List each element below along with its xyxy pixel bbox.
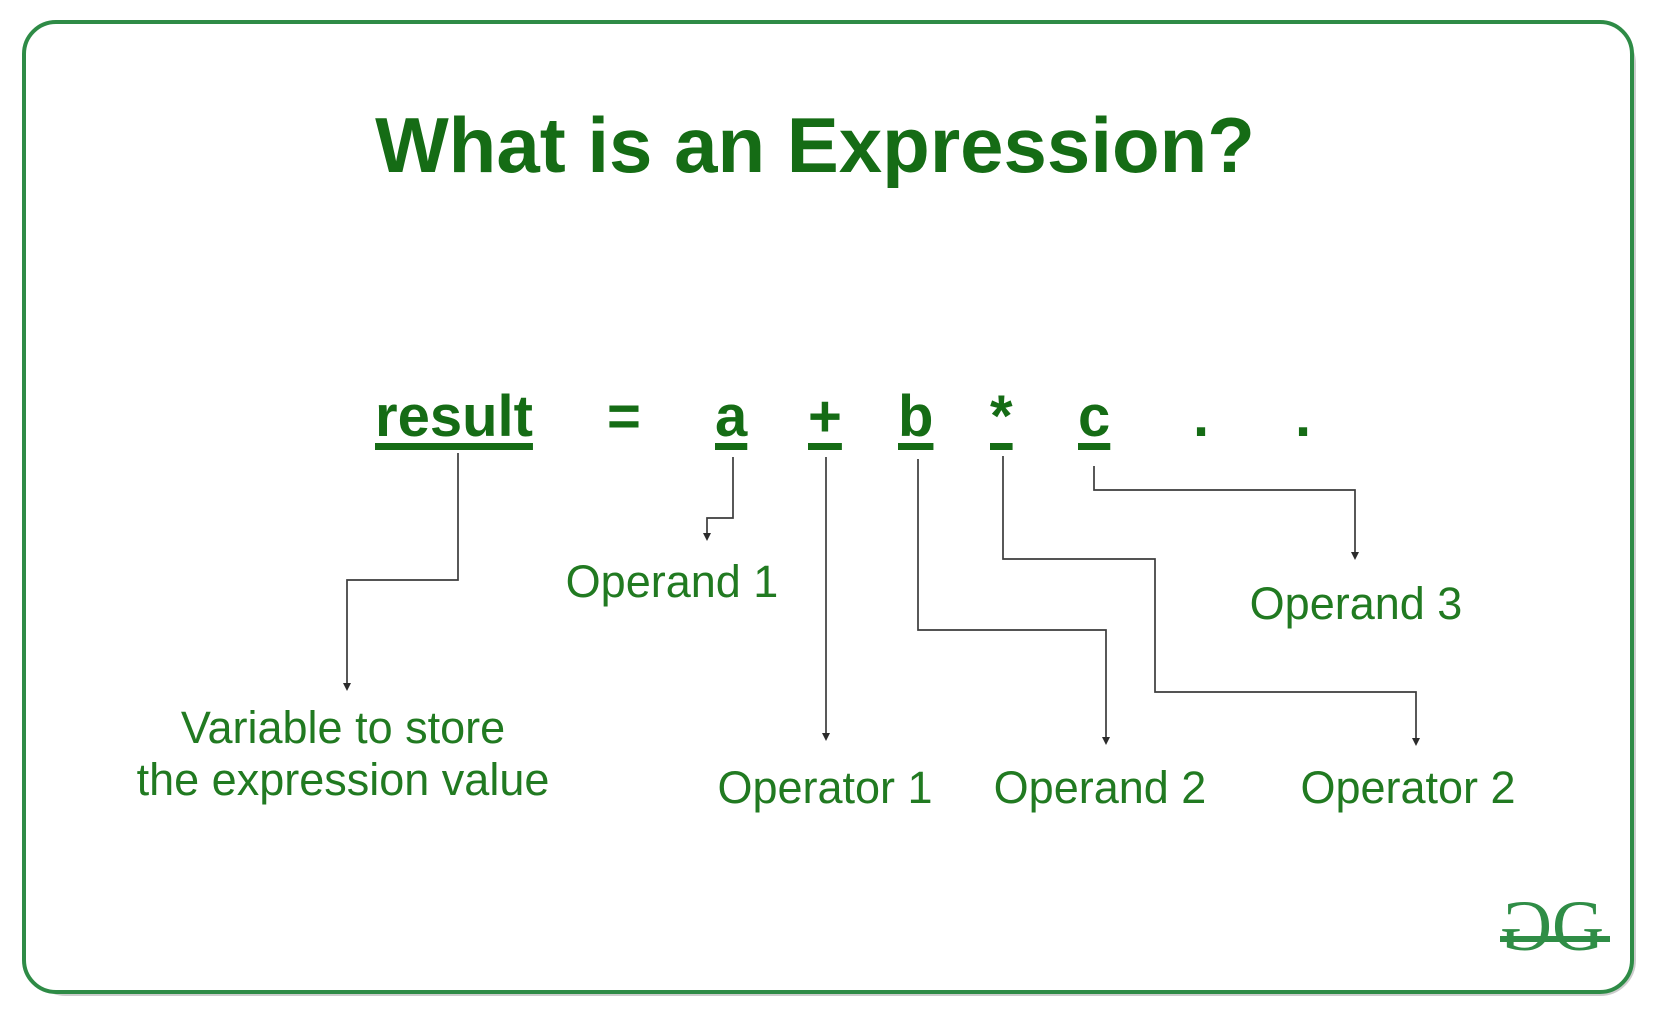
connector-result-to-variable-description: [343, 453, 459, 691]
label-line: Variable to store: [180, 702, 506, 753]
label-operator-1: Operator 1: [717, 762, 932, 814]
expression-token-operand-a: a: [715, 384, 748, 449]
label-line: Operator 2: [1300, 762, 1516, 813]
label-line: the expression value: [136, 754, 550, 806]
label-line: Operator 1: [717, 762, 933, 813]
label-operand-3: Operand 3: [1250, 578, 1463, 630]
geeksforgeeks-logo-icon: GG: [1500, 886, 1610, 966]
card-border: [22, 20, 1634, 994]
connector-c-to-operand-3: [1093, 466, 1359, 560]
expression-token-plus-operator: +: [808, 384, 842, 449]
expression-token-dot-1: .: [1193, 384, 1210, 449]
label-operand-2: Operand 2: [994, 762, 1207, 814]
logo-crossbar: [1500, 936, 1610, 942]
page-title: What is an Expression?: [375, 101, 1255, 189]
logo-g: G: [1552, 886, 1604, 966]
connector-b-to-operand-2: [917, 459, 1110, 745]
expression-token-equals-operator: =: [607, 384, 641, 449]
label-line: Operand 3: [1249, 578, 1463, 629]
label-line: Operand 2: [993, 762, 1207, 813]
label-operand-1: Operand 1: [566, 556, 779, 608]
expression-token-dot-2: .: [1295, 384, 1312, 449]
expression-token-operand-b: b: [898, 384, 934, 449]
connector-a-to-operand-1: [703, 457, 734, 541]
connector-asterisk-to-operator-2: [1002, 456, 1420, 746]
logo-mirrored-g: G: [1502, 886, 1552, 966]
expression-token-multiply-operator: *: [990, 384, 1013, 449]
label-line: Operand 1: [565, 556, 779, 607]
label-operator-2: Operator 2: [1300, 762, 1515, 814]
expression-token-operand-c: c: [1078, 384, 1111, 449]
expression-token-result-variable: result: [375, 384, 533, 449]
